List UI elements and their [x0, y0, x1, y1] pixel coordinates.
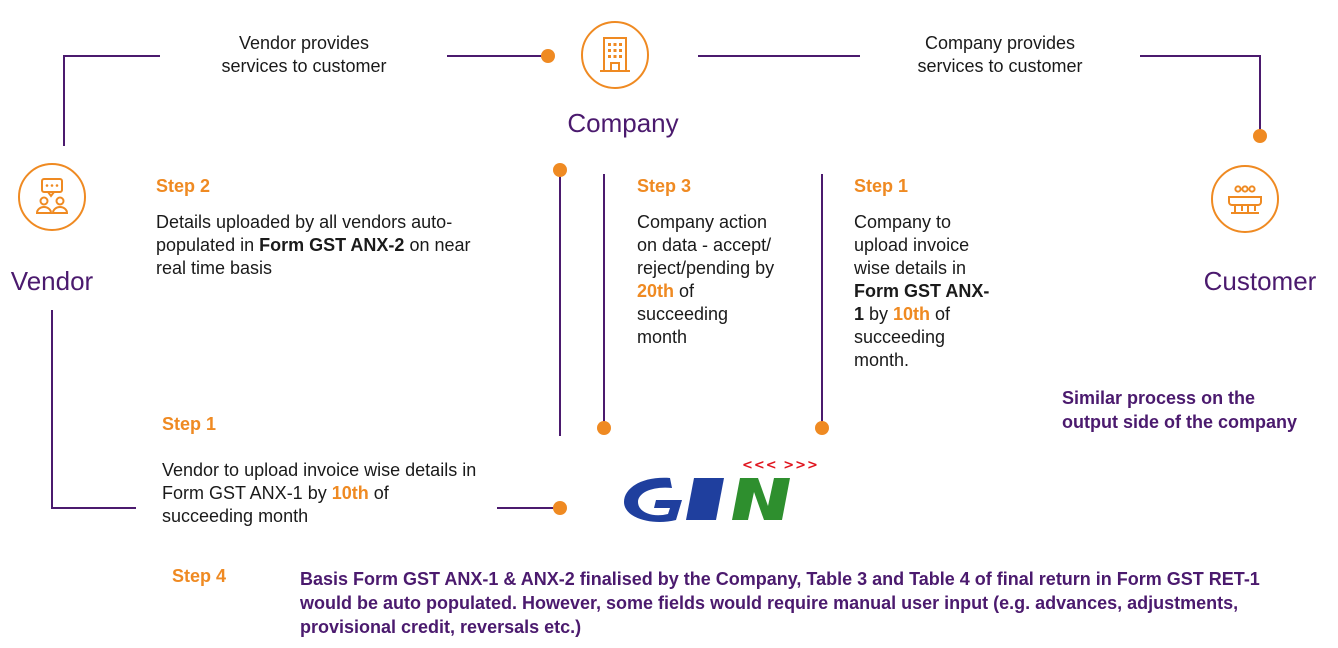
customer-top-connector — [1140, 55, 1261, 136]
dot-customer — [1253, 129, 1267, 143]
store-icon — [1228, 185, 1262, 214]
vendor-step2-text: Details uploaded by all vendors auto-pop… — [156, 211, 476, 280]
step-text: Company to upload invoice wise details i… — [854, 212, 970, 278]
gstn-logo-arrows: <<< >>> — [742, 458, 819, 473]
step4-title: Step 4 — [172, 566, 227, 586]
customer-label: Customer — [1203, 266, 1317, 296]
vendor-services-caption: Vendor provides services to customer — [160, 32, 448, 78]
dot-company-line-3 — [815, 421, 829, 435]
company-node-circle — [581, 21, 649, 89]
caption-line: Vendor provides — [238, 33, 370, 53]
step-text: Details uploaded by all vendors auto-pop… — [156, 212, 453, 255]
step-text: by — [864, 304, 894, 324]
company-step3-text: Company action on data - accept/ reject/… — [637, 211, 777, 349]
company-step1-title: Step 1 — [854, 176, 909, 196]
vendor-node-circle — [18, 163, 86, 231]
people-chat-icon — [35, 178, 69, 214]
company-services-caption: Company provides services to customer — [860, 32, 1140, 78]
side-note: Similar process on the output side of th… — [1062, 388, 1298, 432]
vendor-step1-title: Step 1 — [162, 414, 217, 434]
dot-company-line-2 — [597, 421, 611, 435]
vendor-label: Vendor — [10, 266, 94, 296]
dot-vendor-caption — [541, 49, 555, 63]
caption-line: services to customer — [917, 56, 1083, 76]
step-text: of succeeding month — [637, 281, 729, 347]
building-icon — [600, 37, 630, 72]
deadline-highlight: 10th — [331, 483, 369, 503]
deadline-highlight: 10th — [893, 304, 931, 324]
form-name: Form GST ANX-1 — [854, 281, 990, 324]
step-text: of succeeding month. — [854, 304, 951, 370]
customer-node-circle — [1211, 165, 1279, 233]
vendor-step2-title: Step 2 — [156, 176, 211, 196]
gstn-logo: <<< >>> — [612, 458, 838, 534]
gstn-logo-mark — [624, 477, 790, 522]
company-step3-title: Step 3 — [637, 176, 692, 196]
step4-text: Basis Form GST ANX-1 & ANX-2 finalised b… — [300, 569, 1260, 637]
vendor-bottom-connector — [51, 310, 136, 509]
company-step1-text: Company to upload invoice wise details i… — [854, 211, 994, 372]
caption-line: Company provides — [924, 33, 1076, 53]
form-name: Form GST ANX-2 — [259, 235, 405, 255]
deadline-highlight: 20th — [637, 281, 675, 301]
dot-gstn — [553, 501, 567, 515]
dot-company-line-1 — [553, 163, 567, 177]
caption-line: services to customer — [221, 56, 387, 76]
step-text: on near real time basis — [156, 235, 471, 278]
step-text: Vendor to upload invoice wise details in… — [162, 460, 477, 503]
vendor-step1-text: Vendor to upload invoice wise details in… — [162, 459, 482, 528]
step-text: of succeeding month — [162, 483, 389, 526]
step-text: Company action on data - accept/ reject/… — [637, 212, 775, 278]
company-label: Company — [567, 108, 679, 138]
vendor-top-connector — [63, 55, 160, 146]
